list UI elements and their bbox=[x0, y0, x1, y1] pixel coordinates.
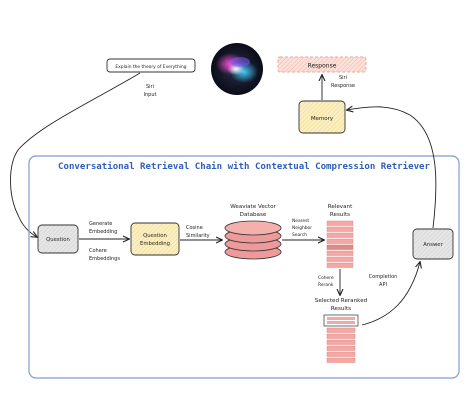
query-text: Explain the theory of Everything bbox=[115, 64, 186, 70]
question-embedding-box: Question Embedding bbox=[130, 222, 180, 256]
memory-box: Memory bbox=[298, 100, 346, 134]
cosine-similarity-line2: Similarity bbox=[186, 233, 210, 239]
siri-input-line2: Input bbox=[144, 92, 157, 98]
cohere-rerank-line2: Rerank bbox=[318, 282, 334, 288]
query-to-question-arrow bbox=[10, 72, 141, 237]
chain-title: Conversational Retrieval Chain with Cont… bbox=[58, 161, 430, 172]
cosine-similarity-line1: Cosine bbox=[186, 225, 203, 231]
weaviate-line2: Database bbox=[240, 212, 267, 218]
nearest-neighbor-line2: Neighbor bbox=[292, 225, 312, 231]
siri-orb-icon bbox=[211, 43, 263, 95]
memory-text: Memory bbox=[311, 116, 334, 122]
answer-box: Answer bbox=[412, 228, 454, 260]
generate-embedding-label: Generate Embedding bbox=[89, 221, 117, 235]
cohere-rerank-label: Cohere Rerank bbox=[318, 275, 334, 288]
generate-embedding-line2: Embedding bbox=[89, 229, 117, 235]
selected-reranked-line2: Results bbox=[331, 306, 351, 312]
completion-api-line2: API bbox=[379, 282, 387, 288]
relevant-results-stack bbox=[326, 220, 354, 268]
cosine-similarity-label: Cosine Similarity bbox=[186, 225, 210, 239]
selected-reranked-stack bbox=[323, 314, 359, 363]
response-box: Response bbox=[277, 56, 367, 73]
completion-api-line1: Completion bbox=[369, 274, 398, 280]
cohere-embeddings-line2: Embeddings bbox=[89, 256, 120, 262]
question-box: Question bbox=[37, 224, 79, 254]
question-embedding-line2: Embedding bbox=[140, 241, 170, 247]
question-text: Question bbox=[46, 237, 70, 243]
question-embedding-line1: Question bbox=[143, 233, 167, 239]
completion-api-label: Completion API bbox=[369, 274, 398, 288]
weaviate-label: Weaviate Vector Database bbox=[230, 204, 276, 218]
cohere-embeddings-line1: Cohere bbox=[89, 248, 107, 254]
cohere-rerank-line1: Cohere bbox=[318, 275, 334, 281]
siri-input-line1: Siri bbox=[146, 84, 154, 90]
relevant-results-line2: Results bbox=[330, 212, 350, 218]
response-text: Response bbox=[308, 63, 337, 70]
selected-reranked-label: Selected Reranked Results bbox=[315, 298, 368, 312]
cohere-embeddings-label: Cohere Embeddings bbox=[89, 248, 120, 262]
weaviate-line1: Weaviate Vector bbox=[230, 204, 276, 210]
siri-response-label: Siri Response bbox=[331, 75, 355, 89]
generate-embedding-line1: Generate bbox=[89, 221, 112, 227]
reranked-to-answer-arrow bbox=[361, 262, 420, 326]
selected-reranked-line1: Selected Reranked bbox=[315, 298, 368, 304]
chain-container bbox=[28, 155, 460, 379]
relevant-results-line1: Relevant bbox=[328, 204, 353, 210]
relevant-results-label: Relevant Results bbox=[328, 204, 353, 218]
siri-input-label: Siri Input bbox=[144, 84, 157, 98]
nearest-neighbor-line1: Nearest bbox=[292, 218, 309, 224]
answer-text: Answer bbox=[423, 242, 443, 248]
vector-database-icon bbox=[224, 220, 282, 260]
nearest-neighbor-line3: Search bbox=[292, 232, 307, 238]
query-box: Explain the theory of Everything bbox=[106, 58, 196, 73]
siri-response-line2: Response bbox=[331, 83, 355, 89]
siri-response-line1: Siri bbox=[339, 75, 347, 81]
answer-to-memory-arrow bbox=[347, 107, 437, 229]
nearest-neighbor-label: Nearest Neighbor Search bbox=[292, 218, 312, 238]
